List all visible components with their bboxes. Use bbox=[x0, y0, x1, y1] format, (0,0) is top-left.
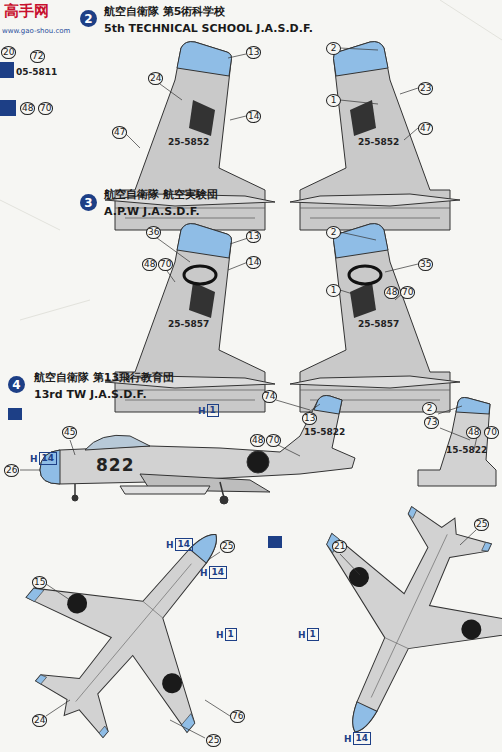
callout-number: 25 bbox=[474, 518, 489, 531]
callout-number: 48 bbox=[20, 102, 35, 115]
sheet-letter: H bbox=[298, 630, 306, 640]
callout-number: 74 bbox=[262, 390, 277, 403]
tail-serial: 25-5852 bbox=[358, 138, 399, 148]
callout-number: 45 bbox=[62, 426, 77, 439]
callout-number: 1 bbox=[326, 94, 341, 107]
callout-number: 70 bbox=[484, 426, 499, 439]
sheet-letter: H bbox=[30, 454, 38, 464]
callout-number: 2 bbox=[326, 42, 341, 55]
callout-number: 70 bbox=[400, 286, 415, 299]
callout-number: 48 bbox=[250, 434, 265, 447]
tail-serial: 25-5857 bbox=[358, 320, 399, 330]
sheet-letter: H bbox=[166, 540, 174, 550]
callout-number: 1 bbox=[326, 284, 341, 297]
callout-number: 76 bbox=[230, 710, 245, 723]
callout-number: 2 bbox=[326, 226, 341, 239]
callout-number: 72 bbox=[30, 50, 45, 63]
callout-number: 48 bbox=[142, 258, 157, 271]
sheet-letter: H bbox=[344, 734, 352, 744]
callout-number: 36 bbox=[146, 226, 161, 239]
callout-number: 14 bbox=[246, 110, 261, 123]
callout-number: 26 bbox=[4, 464, 19, 477]
callout-number: 15 bbox=[32, 576, 47, 589]
section-number: 4 bbox=[8, 376, 25, 393]
scheme-heading: A.P.W J.A.S.D.F. bbox=[104, 206, 200, 218]
sheet-letter: H bbox=[216, 630, 224, 640]
decal-ref-box: H14 bbox=[344, 732, 371, 745]
decal-ref-box: H1 bbox=[298, 628, 319, 641]
sheet-letter: H bbox=[200, 568, 208, 578]
tail-serial: 15-5822 bbox=[446, 446, 487, 456]
scheme-heading: 航空自衛隊 第13飛行教育団 bbox=[34, 372, 174, 384]
scheme-heading: 航空自衛隊 第5術科学校 bbox=[104, 6, 225, 18]
callout-number: 25 bbox=[206, 734, 221, 747]
callout-number: 47 bbox=[112, 126, 127, 139]
section-number: 4 bbox=[12, 378, 20, 392]
scheme-heading: 13rd TW J.A.S.D.F. bbox=[34, 389, 147, 401]
callout-number: 20 bbox=[1, 46, 16, 59]
section-number: 2 bbox=[84, 12, 92, 26]
scheme-heading: 航空自衛隊 航空実験団 bbox=[104, 189, 218, 201]
tail-serial: 25-5852 bbox=[168, 138, 209, 148]
watermark: 高手网 bbox=[4, 3, 49, 20]
decal-number: 14 bbox=[353, 732, 372, 745]
callout-number: 24 bbox=[32, 714, 47, 727]
sheet-letter: H bbox=[198, 406, 206, 416]
nose-number: 822 bbox=[96, 456, 135, 475]
callout-number: 70 bbox=[158, 258, 173, 271]
decal-number: 1 bbox=[207, 404, 219, 417]
callout-number: 23 bbox=[418, 82, 433, 95]
decal-ref-box: H1 bbox=[198, 404, 219, 417]
callout-number: 14 bbox=[246, 256, 261, 269]
scheme-heading: 5th TECHNICAL SCHOOL J.A.S.D.F. bbox=[104, 23, 313, 35]
tail-serial: 15-5822 bbox=[304, 428, 345, 438]
decal-number: 14 bbox=[175, 538, 194, 551]
watermark: www.gao-shou.com bbox=[2, 28, 70, 36]
callout-number: 13 bbox=[246, 230, 261, 243]
decal-ref-box: H14 bbox=[30, 452, 57, 465]
callout-number: 73 bbox=[424, 416, 439, 429]
decal-number: 1 bbox=[225, 628, 237, 641]
decal-number: 14 bbox=[209, 566, 228, 579]
callout-number: 25 bbox=[220, 540, 235, 553]
callout-number: 35 bbox=[418, 258, 433, 271]
section-number: 3 bbox=[84, 196, 92, 210]
callout-number: 24 bbox=[148, 72, 163, 85]
section-number: 2 bbox=[80, 10, 97, 27]
callout-number: 47 bbox=[418, 122, 433, 135]
callout-number: 70 bbox=[266, 434, 281, 447]
tail-serial: 25-5857 bbox=[168, 320, 209, 330]
decal-ref-box: H14 bbox=[166, 538, 193, 551]
callout-number: 13 bbox=[246, 46, 261, 59]
decal-ref-box: H14 bbox=[200, 566, 227, 579]
decal-number: 14 bbox=[39, 452, 58, 465]
decal-number: 1 bbox=[307, 628, 319, 641]
decal-ref-box: H1 bbox=[216, 628, 237, 641]
callout-number: 2 bbox=[422, 402, 437, 415]
section-number: 3 bbox=[80, 194, 97, 211]
callout-number: 70 bbox=[38, 102, 53, 115]
serial-label: 05-5811 bbox=[16, 68, 57, 78]
